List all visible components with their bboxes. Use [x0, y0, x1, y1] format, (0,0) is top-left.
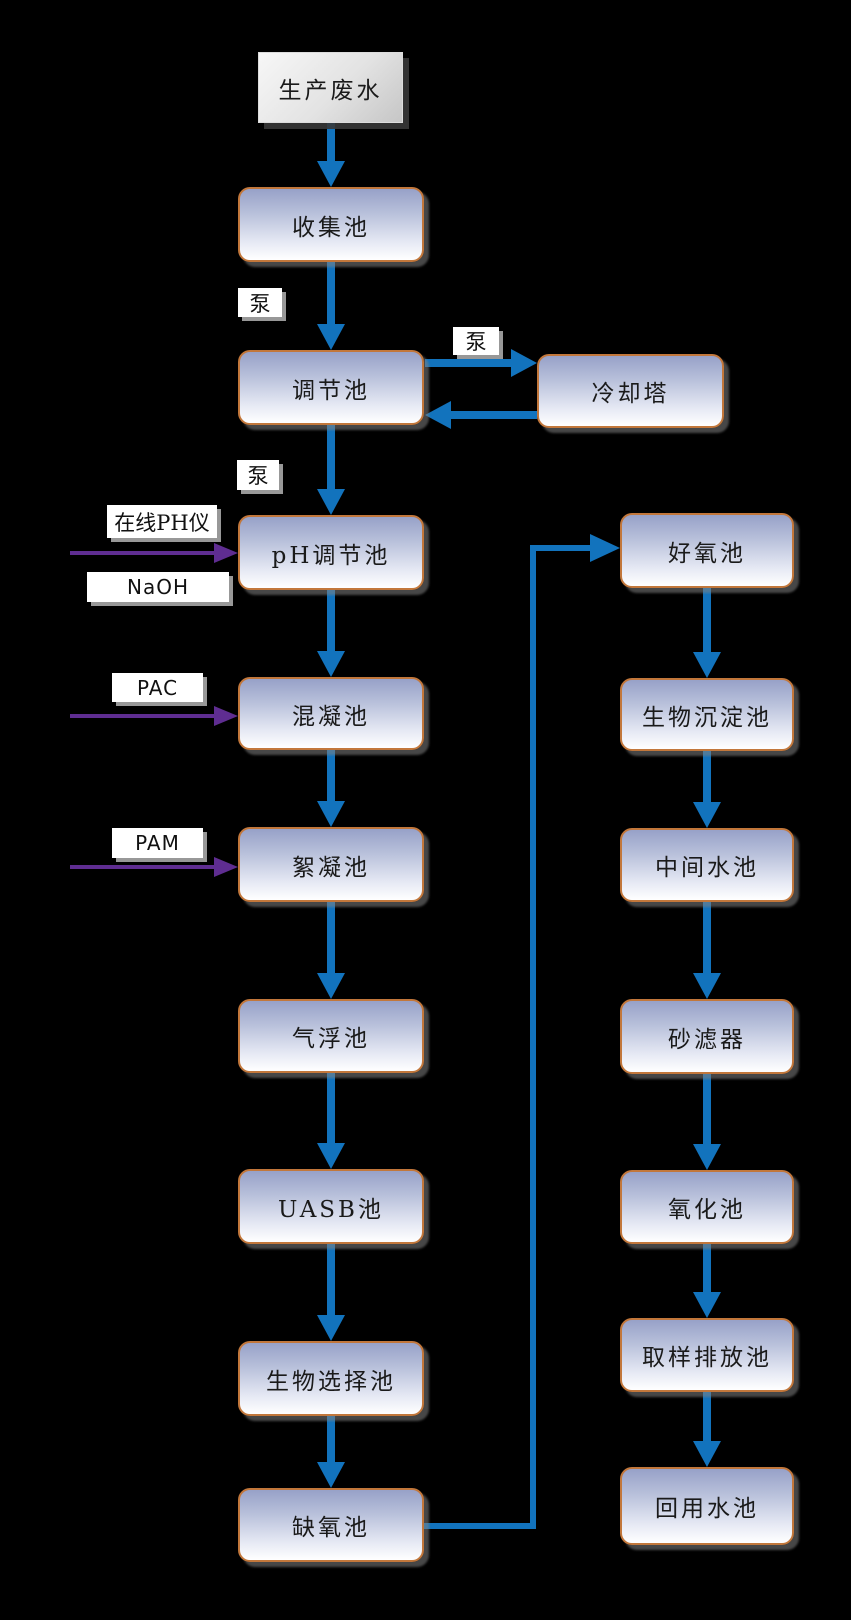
- label-pac: PAC: [112, 673, 203, 702]
- node-label: 气浮池: [292, 1026, 370, 1052]
- arrow-regulation-to-ph: [317, 425, 345, 515]
- node-regulation-tank: 调节池: [238, 350, 424, 425]
- node-ph-adjustment-tank: pH调节池: [238, 515, 424, 590]
- node-label: 缺氧池: [292, 1515, 370, 1541]
- node-label: 砂滤器: [668, 1026, 746, 1053]
- node-label: 取样排放池: [642, 1345, 772, 1371]
- node-production-wastewater: 生产废水: [258, 52, 403, 123]
- arrow-production-to-collection: [317, 123, 345, 187]
- node-bio-sedimentation-tank: 生物沉淀池: [620, 678, 794, 751]
- arrow-sampling-to-reuse: [693, 1392, 721, 1467]
- pump-label-text: 泵: [249, 291, 271, 316]
- node-sand-filter: 砂滤器: [620, 999, 794, 1074]
- node-label: UASB池: [278, 1196, 384, 1223]
- arrow-coagulation-to-flocculation: [317, 750, 345, 827]
- chemical-label-text: 在线PH仪: [114, 510, 210, 535]
- arrow-uasb-to-bioselect: [317, 1244, 345, 1341]
- label-pump-2: 泵: [453, 327, 499, 355]
- arrow-flotation-to-uasb: [317, 1073, 345, 1169]
- node-label: 生物沉淀池: [642, 704, 772, 731]
- node-bio-selection-tank: 生物选择池: [238, 1341, 424, 1416]
- label-pump-3: 泵: [237, 460, 279, 490]
- node-label: 絮凝池: [292, 854, 370, 881]
- node-label: 中间水池: [655, 855, 759, 881]
- chemical-label-text: PAM: [135, 831, 180, 855]
- node-label: 生物选择池: [266, 1368, 396, 1395]
- arrow-bioselect-to-anoxic: [317, 1416, 345, 1488]
- node-label: 好氧池: [668, 540, 746, 567]
- arrow-intermediate-to-sandfilter: [693, 902, 721, 999]
- chemical-label-text: PAC: [136, 675, 179, 700]
- arrow-sandfilter-to-oxidation: [693, 1074, 721, 1170]
- arrow-anoxic-to-aerobic: [424, 534, 620, 1529]
- arrow-ph-to-coagulation: [317, 590, 345, 677]
- arrow-biosed-to-intermediate: [693, 751, 721, 828]
- pump-label-text: 泵: [247, 464, 269, 488]
- node-label: 冷却塔: [591, 381, 670, 407]
- arrow-pac-to-coagulation: [70, 706, 238, 726]
- node-intermediate-water-tank: 中间水池: [620, 828, 794, 902]
- label-pump-1: 泵: [238, 288, 282, 317]
- node-anoxic-tank: 缺氧池: [238, 1488, 424, 1562]
- pump-label-text: 泵: [465, 330, 487, 354]
- node-label: 收集池: [292, 214, 370, 241]
- label-online-ph-meter: 在线PH仪: [107, 505, 217, 538]
- arrow-pam-to-flocculation: [70, 857, 238, 877]
- node-coagulation-tank: 混凝池: [238, 677, 424, 750]
- arrow-collection-to-regulation: [317, 262, 345, 350]
- node-collection-tank: 收集池: [238, 187, 424, 262]
- node-oxidation-tank: 氧化池: [620, 1170, 794, 1244]
- arrow-oxidation-to-sampling: [693, 1244, 721, 1318]
- node-reuse-water-tank: 回用水池: [620, 1467, 794, 1545]
- arrow-naoh-to-ph: [70, 543, 238, 563]
- node-label: 生产废水: [278, 77, 383, 104]
- node-label: 氧化池: [668, 1197, 746, 1223]
- arrow-aerobic-to-biosed: [693, 588, 721, 678]
- arrow-flocculation-to-flotation: [317, 902, 345, 999]
- node-flocculation-tank: 絮凝池: [238, 827, 424, 902]
- node-label: pH调节池: [271, 542, 391, 569]
- node-label: 混凝池: [292, 703, 370, 730]
- node-uasb-tank: UASB池: [238, 1169, 424, 1244]
- arrow-cooling-to-regulation: [425, 401, 537, 429]
- label-naoh: NaOH: [87, 572, 229, 602]
- node-aerobic-tank: 好氧池: [620, 513, 794, 588]
- node-label: 调节池: [292, 377, 370, 404]
- node-cooling-tower: 冷却塔: [537, 354, 724, 428]
- label-pam: PAM: [112, 828, 203, 858]
- node-air-flotation-tank: 气浮池: [238, 999, 424, 1073]
- node-label: 回用水池: [655, 1496, 759, 1522]
- node-sampling-discharge-tank: 取样排放池: [620, 1318, 794, 1392]
- chemical-label-text: NaOH: [127, 575, 189, 599]
